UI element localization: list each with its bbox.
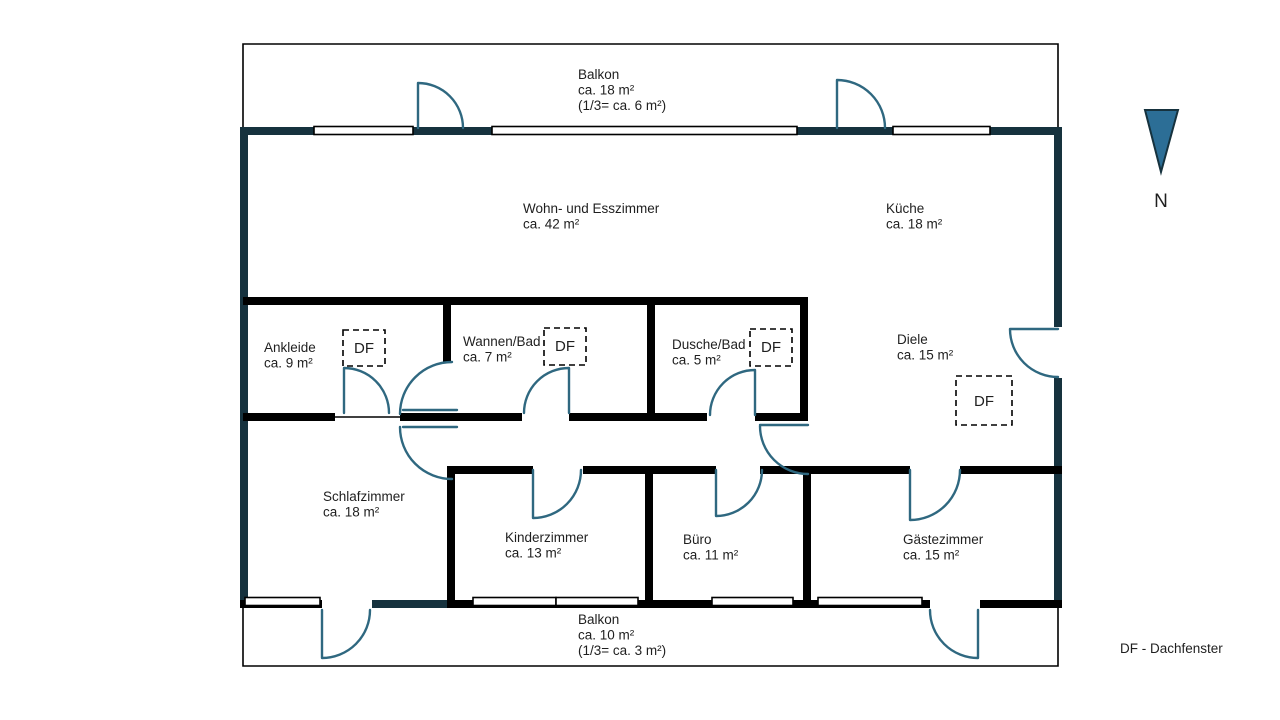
ankleide-door — [342, 366, 391, 415]
balcony-top-outline — [242, 43, 1059, 131]
svg-text:ca. 18 m²: ca. 18 m² — [886, 217, 943, 232]
svg-text:Ankleide: Ankleide — [264, 340, 316, 355]
wannenbad-door — [522, 366, 571, 415]
gaestezimmer-door — [908, 468, 962, 522]
north-arrow-icon — [1143, 109, 1180, 176]
balcony-door — [835, 78, 887, 130]
room-label-ankleide: Ankleide ca. 9 m² — [264, 340, 316, 371]
room-label-schlafzimmer: Schlafzimmer ca. 18 m² — [323, 489, 405, 520]
svg-text:ca. 42 m²: ca. 42 m² — [523, 217, 580, 232]
balcony-outlines — [242, 43, 1059, 667]
svg-text:ca. 15 m²: ca. 15 m² — [903, 548, 960, 563]
legend-df: DF - Dachfenster — [1120, 641, 1223, 656]
skylight-boxes: DF DF DF DF — [342, 327, 1013, 426]
skylight-box — [342, 329, 386, 367]
svg-text:ca. 9 m²: ca. 9 m² — [264, 356, 313, 371]
svg-text:Balkon: Balkon — [578, 67, 619, 82]
balcony-bottom-outline — [242, 604, 1059, 667]
duschebad-door — [708, 368, 757, 417]
svg-text:Schlafzimmer: Schlafzimmer — [323, 489, 405, 504]
room-label-wannen-bad: Wannen/Bad ca. 7 m² — [463, 334, 541, 365]
windows — [244, 125, 991, 607]
room-labels: Balkon ca. 18 m² (1/3= ca. 6 m²) Wohn- u… — [264, 67, 984, 658]
window — [491, 125, 798, 136]
svg-text:Wohn- und Esszimmer: Wohn- und Esszimmer — [523, 201, 660, 216]
room-label-balkon-bottom: Balkon ca. 10 m² (1/3= ca. 3 m²) — [578, 612, 666, 658]
skylight-box — [543, 327, 587, 366]
skylight-label: DF — [555, 338, 575, 355]
window — [472, 596, 557, 607]
svg-text:Wannen/Bad: Wannen/Bad — [463, 334, 541, 349]
svg-text:ca. 5 m²: ca. 5 m² — [672, 353, 721, 368]
balcony-door — [928, 608, 980, 660]
interior-walls — [240, 297, 1062, 608]
north-label: N — [1154, 191, 1168, 212]
skylight-box — [749, 328, 793, 367]
svg-text:ca. 15 m²: ca. 15 m² — [897, 348, 954, 363]
svg-text:(1/3= ca. 3 m²): (1/3= ca. 3 m²) — [578, 643, 666, 658]
skylight-label: DF — [974, 393, 994, 410]
svg-text:Kinderzimmer: Kinderzimmer — [505, 530, 589, 545]
room-label-wohn-esszimmer: Wohn- und Esszimmer ca. 42 m² — [523, 201, 660, 232]
room-label-gaestezimmer: Gästezimmer ca. 15 m² — [903, 532, 984, 563]
buero-door — [714, 468, 764, 518]
svg-text:Balkon: Balkon — [578, 612, 619, 627]
svg-text:Diele: Diele — [897, 332, 928, 347]
room-label-balkon-top: Balkon ca. 18 m² (1/3= ca. 6 m²) — [578, 67, 666, 113]
window — [313, 125, 414, 136]
svg-text:ca. 7 m²: ca. 7 m² — [463, 350, 512, 365]
svg-text:ca. 18 m²: ca. 18 m² — [323, 505, 380, 520]
svg-text:Büro: Büro — [683, 532, 712, 547]
room-label-buero: Büro ca. 11 m² — [683, 532, 739, 563]
window — [817, 596, 923, 607]
room-label-dusche-bad: Dusche/Bad ca. 5 m² — [672, 337, 746, 368]
balcony-door — [320, 608, 372, 660]
entrance-door — [1008, 327, 1060, 379]
skylight-label: DF — [761, 339, 781, 356]
doors — [320, 78, 1060, 660]
kinderzimmer-door — [531, 468, 583, 520]
window — [892, 125, 991, 136]
window — [711, 596, 794, 607]
skylight-label: DF — [354, 340, 374, 357]
svg-text:Gästezimmer: Gästezimmer — [903, 532, 984, 547]
window — [555, 596, 639, 607]
skylight-box — [955, 375, 1013, 426]
room-label-diele: Diele ca. 15 m² — [897, 332, 954, 363]
swing-door — [398, 360, 459, 481]
north-arrow: N — [1143, 109, 1180, 212]
svg-text:(1/3= ca. 6 m²): (1/3= ca. 6 m²) — [578, 98, 666, 113]
svg-text:ca. 18 m²: ca. 18 m² — [578, 83, 635, 98]
svg-text:ca. 13 m²: ca. 13 m² — [505, 546, 562, 561]
svg-text:Küche: Küche — [886, 201, 924, 216]
balcony-door — [416, 81, 465, 130]
room-label-kueche: Küche ca. 18 m² — [886, 201, 943, 232]
svg-text:ca. 10 m²: ca. 10 m² — [578, 628, 635, 643]
room-label-kinderzimmer: Kinderzimmer ca. 13 m² — [505, 530, 589, 561]
window — [244, 596, 321, 607]
corridor-door — [758, 423, 810, 476]
svg-text:ca. 11 m²: ca. 11 m² — [683, 548, 739, 563]
svg-text:Dusche/Bad: Dusche/Bad — [672, 337, 746, 352]
